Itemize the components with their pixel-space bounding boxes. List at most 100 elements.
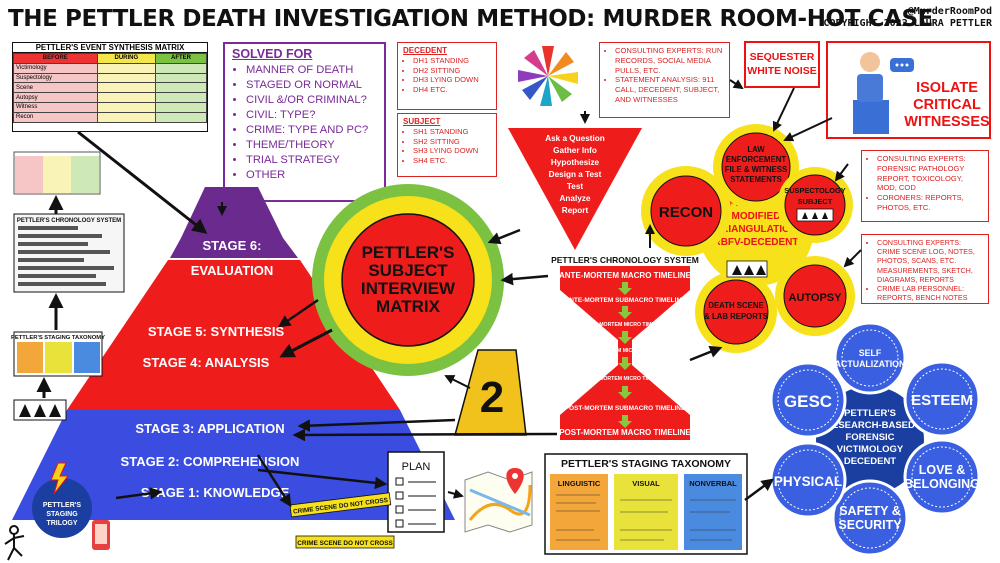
chronology-level: POST-MORTEM SUBMACRO TIMELINE — [565, 405, 686, 412]
svg-text:STATEMENTS: STATEMENTS — [730, 175, 782, 184]
svg-text:VISUAL: VISUAL — [632, 479, 660, 488]
svg-text:SUBJECT: SUBJECT — [798, 197, 833, 206]
pyramid-blue-band — [12, 410, 455, 520]
triangulation-cluster: PETTLER'S MODIFIED TRIANGULATION RBFV-DE… — [641, 124, 855, 353]
svg-text:RESEARCH-BASED: RESEARCH-BASED — [825, 420, 915, 431]
tri-node-suspectology: SUSPECTOLOGY SUBJECT — [777, 167, 853, 243]
thumbnail-triangle-ratings — [13, 399, 67, 421]
consult-mid-item: CORONERS: REPORTS, PHOTOS, ETC. — [877, 193, 983, 213]
svg-text:MODIFIED: MODIFIED — [732, 211, 781, 222]
matrix-table: BEFORE DURING AFTER Victimology Suspecto… — [13, 53, 207, 123]
chronology-level: ANTE-MORTEM MICRO TIMELINE — [583, 322, 667, 328]
decedent-box: DECEDENT DH1 STANDING DH2 SITTING DH3 LY… — [397, 42, 497, 110]
solved-for-heading: SOLVED FOR — [232, 47, 313, 61]
vic-node-gesc: GESC — [769, 361, 847, 439]
stage-5-label: STAGE 5: SYNTHESIS — [148, 324, 285, 339]
subject-item: SH3 LYING DOWN — [413, 146, 491, 156]
svg-text:CRIME SCENE DO NOT CROSS: CRIME SCENE DO NOT CROSS — [297, 540, 393, 547]
vic-node-physical: PHYSICAL — [769, 441, 847, 519]
chronology-level: PERI-MORTEM MICRO TIMELINE — [584, 348, 666, 354]
consult-bottom-box: CONSULTING EXPERTS: CRIME SCENE LOG, NOT… — [861, 234, 989, 304]
svg-text:WHITE NOISE: WHITE NOISE — [747, 65, 816, 77]
phone-hand-icon — [92, 520, 110, 550]
svg-text:LAW: LAW — [747, 145, 765, 154]
consult-bottom-item: CONSULTING EXPERTS: CRIME SCENE LOG, NOT… — [877, 238, 983, 284]
decedent-item: DH4 ETC. — [413, 85, 491, 95]
svg-text:BELONGING: BELONGING — [904, 477, 980, 491]
svg-text:SUSPECTOLOGY: SUSPECTOLOGY — [784, 186, 846, 195]
solved-for-item: CIVIL: TYPE? — [246, 108, 377, 123]
solved-for-item: THEME/THEORY — [246, 138, 377, 153]
crime-scene-tape: CRIME SCENE DO NOT CROSS CRIME SCENE DO … — [289, 492, 395, 549]
svg-text:PETTLER'S: PETTLER'S — [844, 408, 896, 419]
copyright: COPYRIGHT 2022 LAURA PETTLER — [823, 18, 992, 29]
isolate-witnesses-box: ISOLATE CRITICAL WITNESSES — [826, 41, 991, 139]
chronology-title: PETTLER'S CHRONOLOGY SYSTEM — [551, 255, 699, 265]
svg-text:MATRIX: MATRIX — [376, 297, 441, 316]
subject-interview-matrix: PETTLER'S SUBJECT INTERVIEW MATRIX — [312, 184, 504, 376]
solved-for-box: SOLVED FOR MANNER OF DEATH STAGED OR NOR… — [223, 42, 386, 202]
decedent-item: DH2 SITTING — [413, 66, 491, 76]
chronology-hourglass: PETTLER'S CHRONOLOGY SYSTEM ANTE-MORTEM … — [551, 254, 699, 440]
chronology-level: POST-MORTEM MACRO TIMELINE — [559, 428, 691, 437]
thumbnail-taxonomy: PETTLER'S STAGING TAXONOMY — [11, 331, 105, 377]
svg-text:SUBJECT: SUBJECT — [368, 261, 448, 280]
chronology-level: ANTE-MORTEM SUBMACRO TIMELINE — [565, 297, 687, 304]
tri-node-autopsy: AUTOPSY — [775, 256, 855, 336]
tri-node-recon: RECON — [641, 166, 731, 256]
solved-for-item: CRIME: TYPE AND PC? — [246, 123, 377, 138]
matrix-title: PETTLER'S EVENT SYNTHESIS MATRIX — [13, 43, 207, 53]
lightning-icon — [50, 462, 70, 495]
svg-text:AUTOPSY: AUTOPSY — [789, 292, 843, 304]
thumbnail-chronology: PETTLER'S CHRONOLOGY SYSTEM — [13, 213, 125, 293]
podcast-handle: @MurderRoomPod — [907, 6, 992, 17]
evidence-marker: 2 — [454, 349, 527, 436]
svg-text:VICTIMOLOGY: VICTIMOLOGY — [837, 444, 904, 455]
chronology-level: POST-MORTEM MICRO TIMELINE — [584, 376, 668, 382]
vic-node-esteem: ESTEEM — [903, 360, 981, 438]
consult-top-item: CONSULTING EXPERTS: RUN RECORDS, SOCIAL … — [615, 46, 724, 75]
decedent-heading: DECEDENT — [403, 46, 448, 55]
svg-text:FILE & WITNESS: FILE & WITNESS — [725, 165, 787, 174]
stage-6-label: STAGE 6: — [203, 238, 262, 253]
svg-text:ESTEEM: ESTEEM — [911, 392, 973, 409]
subject-item: SH2 SITTING — [413, 137, 491, 147]
svg-text:RBFV-DECEDENT: RBFV-DECEDENT — [713, 237, 798, 248]
svg-text:PHYSICAL: PHYSICAL — [774, 474, 842, 489]
method-step: Test — [567, 182, 583, 191]
solved-for-item: STAGED OR NORMAL — [246, 78, 377, 93]
flow-arrows — [36, 79, 862, 508]
svg-text:INTERVIEW: INTERVIEW — [361, 279, 456, 298]
stage-6-sub: EVALUATION — [191, 263, 274, 278]
vic-node-safety-security: SAFETY &SECURITY — [831, 479, 909, 557]
svg-text:PETTLER'S: PETTLER'S — [362, 243, 455, 262]
svg-text:FORENSIC: FORENSIC — [845, 432, 894, 443]
decedent-item: DH1 STANDING — [413, 56, 491, 66]
solved-for-item: OTHER — [246, 168, 377, 183]
svg-text:TRILOGY: TRILOGY — [46, 520, 77, 527]
stage-4-label: STAGE 4: ANALYSIS — [143, 355, 270, 370]
svg-text:& LAB REPORTS: & LAB REPORTS — [704, 312, 768, 321]
credit-block: @MurderRoomPod COPYRIGHT 2022 LAURA PETT… — [823, 6, 992, 30]
solved-for-item: MANNER OF DEATH — [246, 63, 377, 78]
svg-text:DECEDENT: DECEDENT — [844, 456, 896, 467]
svg-text:GESC: GESC — [784, 392, 832, 411]
svg-text:PLAN: PLAN — [402, 461, 431, 473]
svg-text:2: 2 — [480, 373, 504, 422]
pinwheel-logo — [518, 46, 578, 106]
svg-text:RECON: RECON — [659, 204, 713, 221]
method-step: Report — [562, 206, 589, 215]
tri-node-law-enforcement: LAW ENFORCEMENT FILE & WITNESS STATEMENT… — [713, 124, 799, 210]
subject-item: SH1 STANDING — [413, 127, 491, 137]
staging-taxonomy: PETTLER'S STAGING TAXONOMY LINGUISTIC VI… — [544, 453, 748, 555]
subject-item: SH4 ETC. — [413, 156, 491, 166]
plan-clipboard-icon: PLAN — [387, 451, 445, 533]
solved-for-item: CIVIL &/OR CRIMINAL? — [246, 93, 377, 108]
svg-text:LINGUISTIC: LINGUISTIC — [558, 479, 601, 488]
svg-text:SEQUESTER: SEQUESTER — [750, 51, 815, 63]
svg-text:CRITICAL: CRITICAL — [913, 97, 981, 113]
subject-box: SUBJECT SH1 STANDING SH2 SITTING SH3 LYI… — [397, 113, 497, 177]
decedent-item: DH3 LYING DOWN — [413, 75, 491, 85]
method-step: Ask a Question — [545, 134, 605, 143]
